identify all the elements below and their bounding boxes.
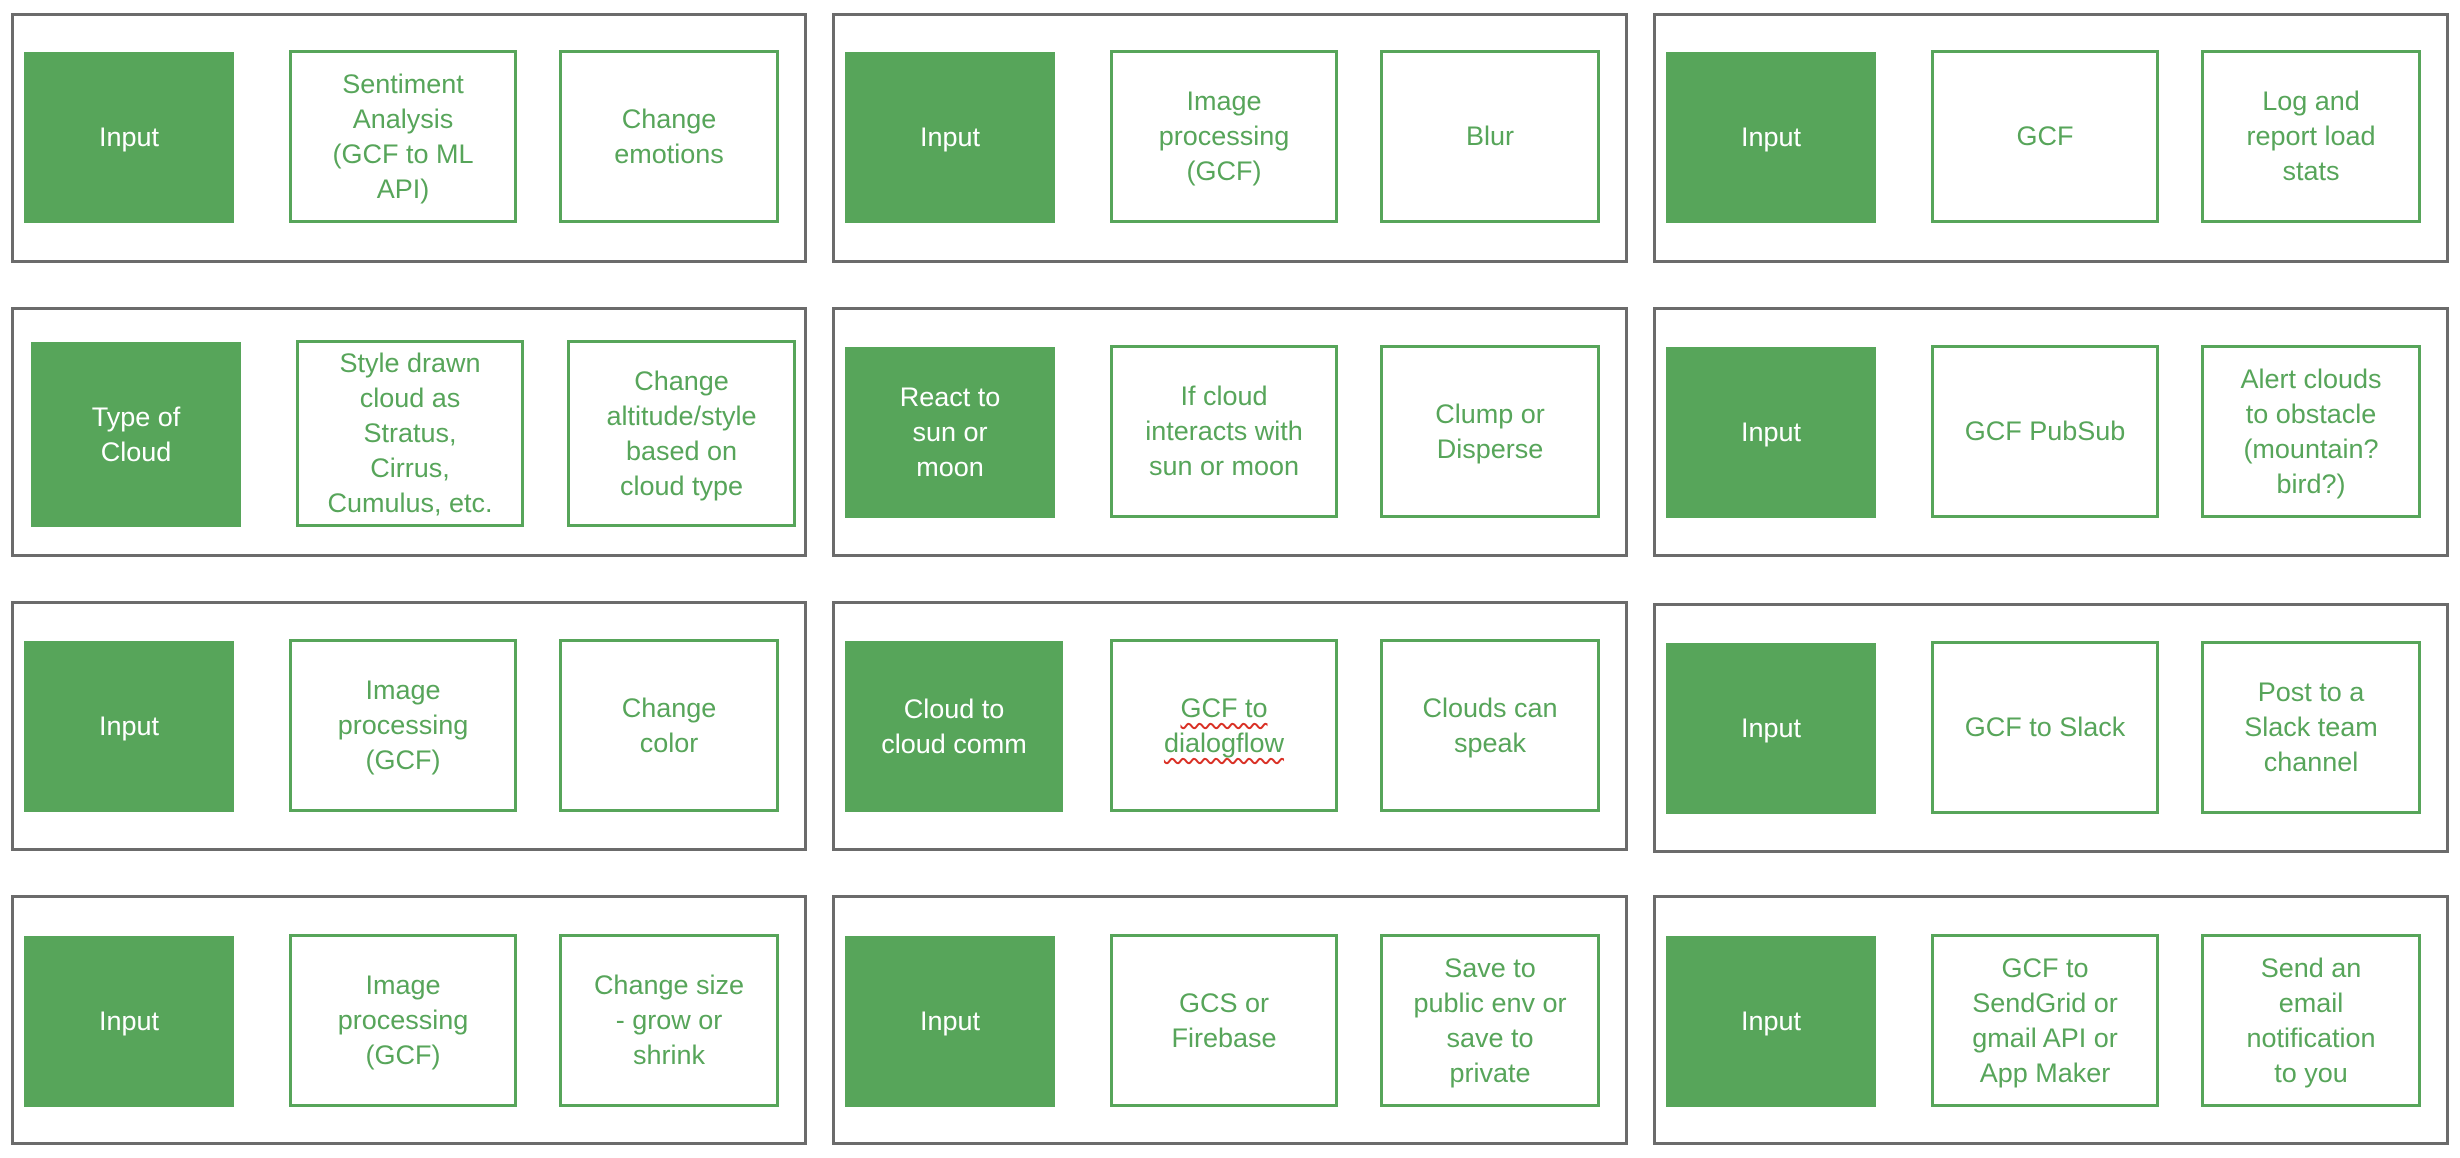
flow-panel-9: Input GCF to Slack Post to a Slack team … [1653,603,2449,853]
flow-panel-3: Input GCF Log and report load stats [1653,13,2449,263]
flow-6-process-node: GCF PubSub [1931,345,2159,518]
flow-7-source-node: Input [24,641,234,812]
flow-panel-5: React to sun or moon If cloud interacts … [832,307,1628,557]
flow-6-result-node: Alert clouds to obstacle (mountain? bird… [2201,345,2421,518]
flow-8-process-node: GCF to dialogflow [1110,639,1338,812]
flow-11-process-node: GCS or Firebase [1110,934,1338,1107]
flow-8-source-node: Cloud to cloud comm [845,641,1063,812]
flow-2-source-node: Input [845,52,1055,223]
flow-1-process-node: Sentiment Analysis (GCF to ML API) [289,50,517,223]
flow-11-source-node: Input [845,936,1055,1107]
flow-2-result-node: Blur [1380,50,1600,223]
flow-8-process-label: GCF to dialogflow [1163,692,1285,758]
flow-10-result-node: Change size - grow or shrink [559,934,779,1107]
flow-4-process-node: Style drawn cloud as Stratus, Cirrus, Cu… [296,340,524,527]
flow-6-source-node: Input [1666,347,1876,518]
flow-9-source-node: Input [1666,643,1876,814]
flow-panel-4: Type of Cloud Style drawn cloud as Strat… [11,307,807,557]
flow-3-source-node: Input [1666,52,1876,223]
flow-12-process-node: GCF to SendGrid or gmail API or App Make… [1931,934,2159,1107]
flow-8-result-node: Clouds can speak [1380,639,1600,812]
flow-panel-2: Input Image processing (GCF) Blur [832,13,1628,263]
flow-10-process-node: Image processing (GCF) [289,934,517,1107]
flow-5-result-node: Clump or Disperse [1380,345,1600,518]
flow-7-process-node: Image processing (GCF) [289,639,517,812]
flow-panel-11: Input GCS or Firebase Save to public env… [832,895,1628,1145]
flow-4-result-node: Change altitude/style based on cloud typ… [567,340,796,527]
flow-9-result-node: Post to a Slack team channel [2201,641,2421,814]
flow-3-process-node: GCF [1931,50,2159,223]
flow-panel-8: Cloud to cloud comm GCF to dialogflow Cl… [832,601,1628,851]
flow-12-result-node: Send an email notification to you [2201,934,2421,1107]
flow-5-process-node: If cloud interacts with sun or moon [1110,345,1338,518]
flow-2-process-node: Image processing (GCF) [1110,50,1338,223]
flow-7-result-node: Change color [559,639,779,812]
flow-panel-7: Input Image processing (GCF) Change colo… [11,601,807,851]
flow-panel-12: Input GCF to SendGrid or gmail API or Ap… [1653,895,2449,1145]
flow-panel-1: Input Sentiment Analysis (GCF to ML API)… [11,13,807,263]
flow-12-source-node: Input [1666,936,1876,1107]
flow-3-result-node: Log and report load stats [2201,50,2421,223]
flow-4-source-node: Type of Cloud [31,342,241,527]
flow-9-process-node: GCF to Slack [1931,641,2159,814]
flow-panel-10: Input Image processing (GCF) Change size… [11,895,807,1145]
flow-10-source-node: Input [24,936,234,1107]
flow-panel-6: Input GCF PubSub Alert clouds to obstacl… [1653,307,2449,557]
flow-5-source-node: React to sun or moon [845,347,1055,518]
flow-11-result-node: Save to public env or save to private [1380,934,1600,1107]
flow-1-source-node: Input [24,52,234,223]
flow-1-result-node: Change emotions [559,50,779,223]
